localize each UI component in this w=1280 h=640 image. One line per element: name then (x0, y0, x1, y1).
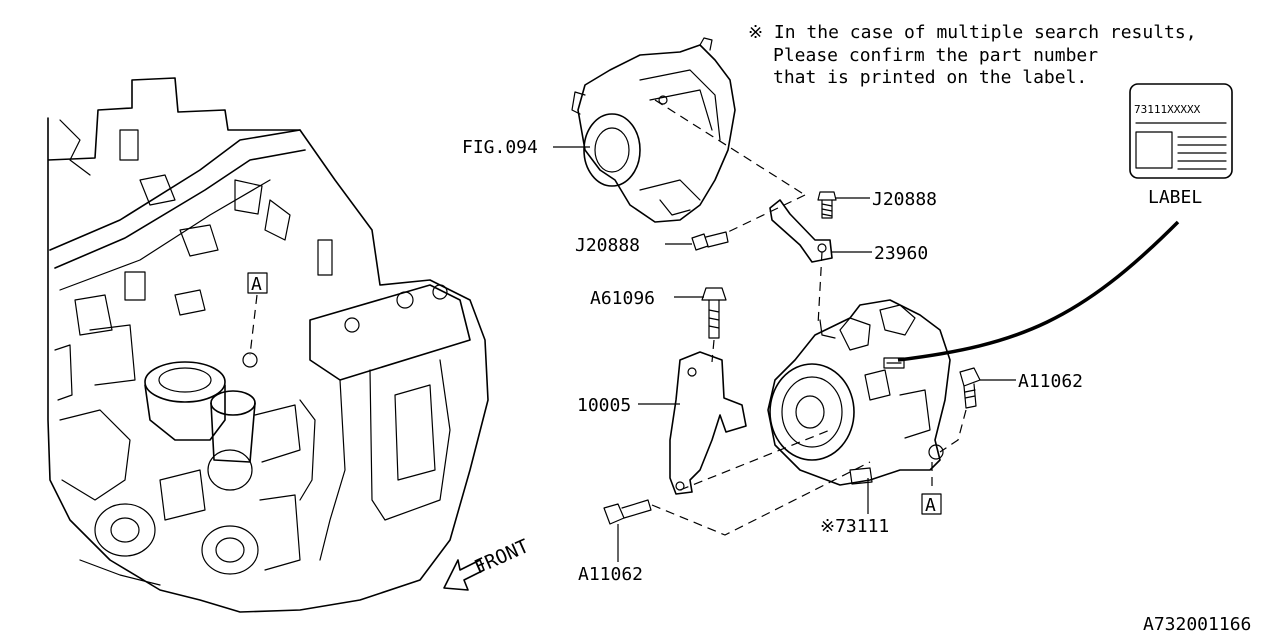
label-pointer-line (897, 220, 1180, 362)
bracket-23960 (769, 199, 833, 263)
search-note: ※ In the case of multiple search results… (748, 22, 1197, 88)
engine-ref-mark: A (251, 274, 262, 295)
callout-73111: ※73111 (820, 516, 889, 537)
label-illustration: 73111XXXXX LABEL (1129, 83, 1233, 208)
label-caption: LABEL (1148, 187, 1202, 208)
engine-ref-box (247, 272, 268, 294)
engine-block-illustration: A (47, 77, 489, 613)
label-code: 73111XXXXX (1134, 103, 1201, 116)
callout-10005: 10005 (577, 395, 631, 416)
note-line-1: ※ In the case of multiple search results… (748, 22, 1197, 43)
bolt-j20888-left (691, 231, 729, 251)
callout-a61096: A61096 (590, 288, 655, 309)
note-line-3: that is printed on the label. (773, 67, 1087, 88)
callout-j20888-top: J20888 (872, 189, 937, 210)
bolt-a11062-right (959, 367, 981, 409)
front-arrow-icon (443, 559, 485, 591)
bolt-a11062-bottom (603, 499, 652, 525)
diagram-id: A732001166 (1143, 614, 1251, 635)
compressor-ref-box (921, 493, 942, 515)
callout-23960: 23960 (874, 243, 928, 264)
front-direction-indicator: FRONT (443, 535, 532, 591)
note-line-2: Please confirm the part number (773, 45, 1098, 66)
compressor-ref-mark: A (925, 495, 936, 516)
bolt-j20888-top (817, 191, 837, 219)
ac-compressor-illustration (767, 299, 951, 486)
alternator-illustration (571, 37, 736, 223)
callout-a11062-bottom: A11062 (578, 564, 643, 585)
callout-j20888-left: J20888 (575, 235, 640, 256)
compressor-label-patch (883, 357, 905, 369)
callout-a11062-right: A11062 (1018, 371, 1083, 392)
callout-fig094: FIG.094 (462, 137, 538, 158)
bolt-a61096 (701, 287, 727, 339)
bracket-10005 (669, 351, 747, 495)
front-label: FRONT (471, 535, 532, 578)
